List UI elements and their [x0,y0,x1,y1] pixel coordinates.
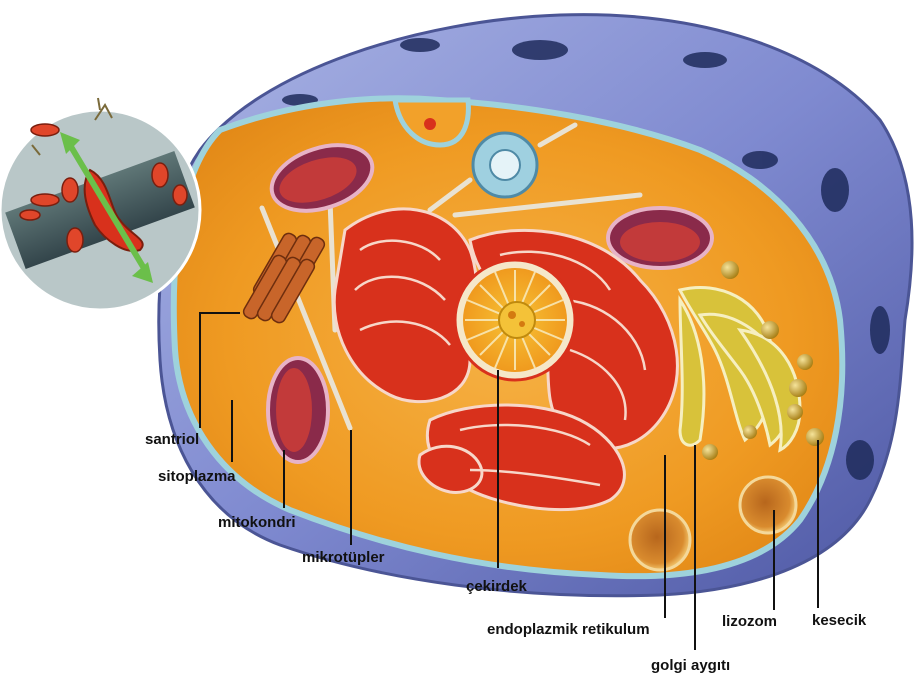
vesicle [702,444,718,460]
vesicle [743,425,757,439]
vesicle [789,379,807,397]
vesicle [721,261,739,279]
vesicle [806,428,824,446]
label-cekirdek: çekirdek [466,578,527,595]
label-santriol: santriol [145,431,199,448]
nucleus [455,260,575,380]
mitochondrion-left [268,358,328,462]
label-lizozom: lizozom [722,613,777,630]
label-sitoplazma: sitoplazma [158,468,236,485]
vesicle [787,404,803,420]
label-kesecik: kesecik [812,612,866,629]
centrosome-disc [473,133,537,197]
label-endoplazmik-retikulum: endoplazmik retikulum [487,621,650,638]
vesicle [797,354,813,370]
mitochondrion-right [608,208,712,268]
label-mitokondri: mitokondri [218,514,296,531]
small-vesicle [424,118,436,130]
label-mikrotupler: mikrotüpler [302,549,385,566]
label-golgi-aygiti: golgi aygıtı [651,657,730,674]
membrane-inset [0,98,200,310]
vesicle [761,321,779,339]
